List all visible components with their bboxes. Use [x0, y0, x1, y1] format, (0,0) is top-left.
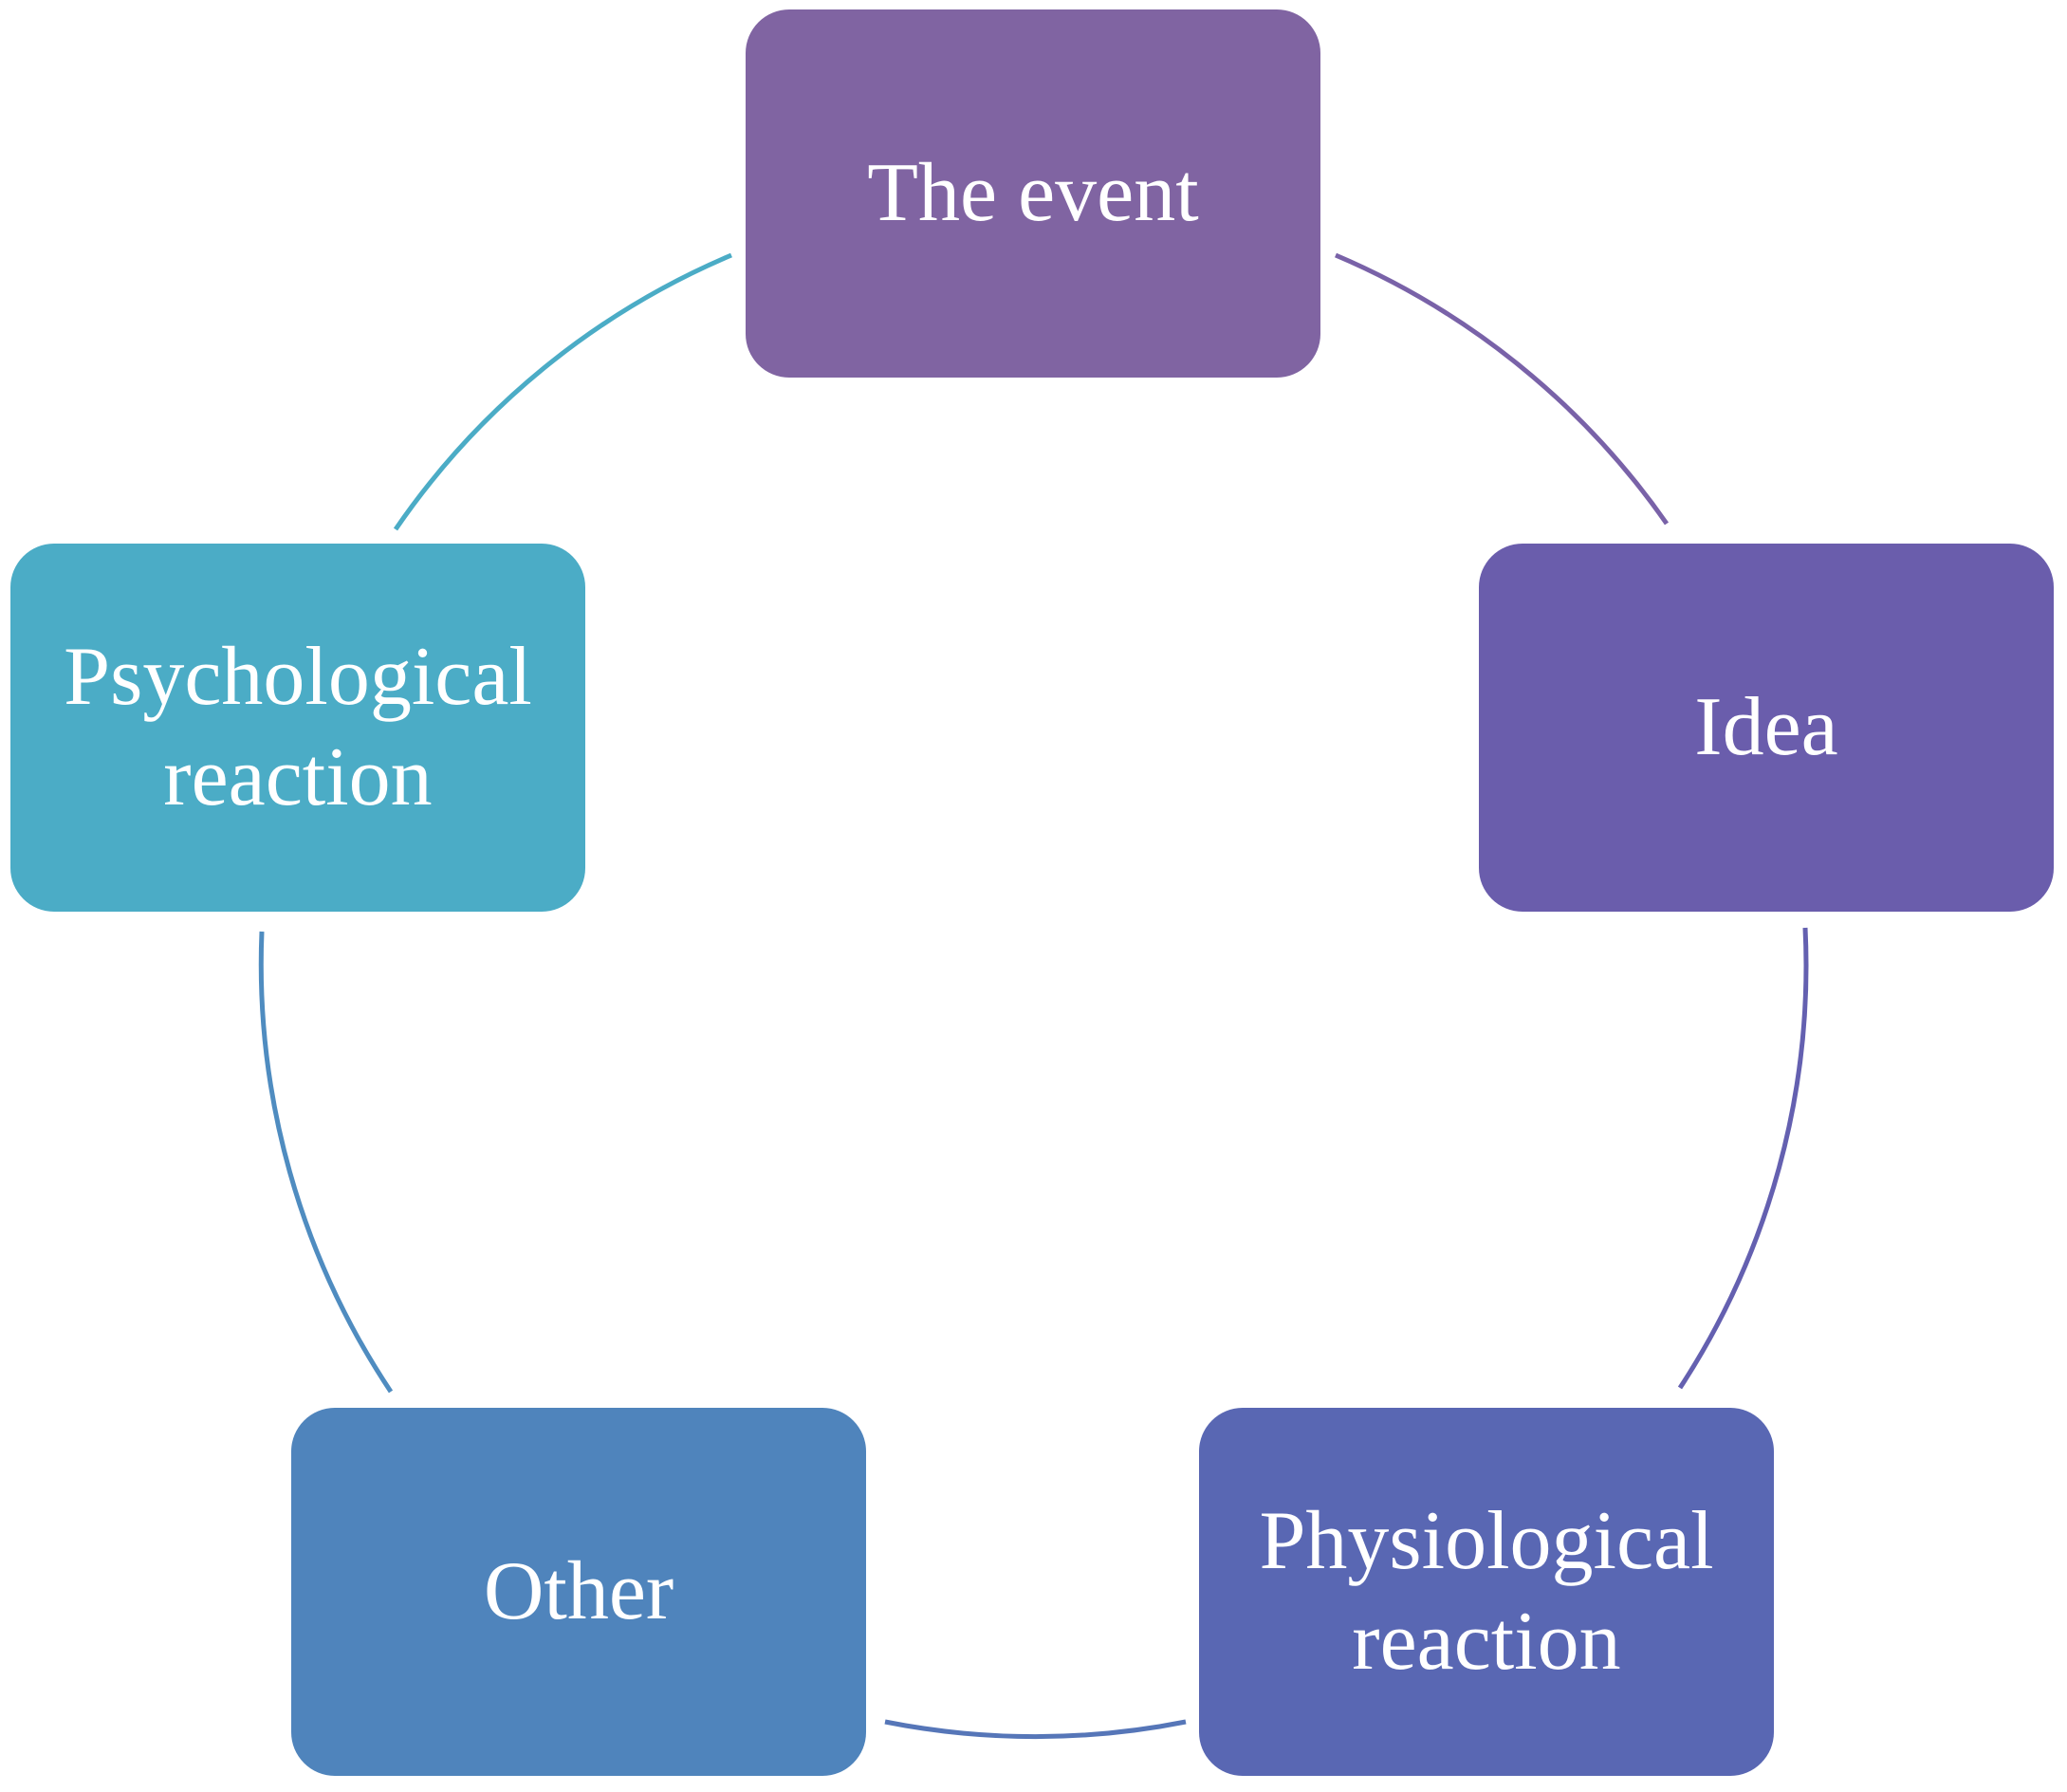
node-label-physiological-reaction: Physiological reaction [1259, 1495, 1714, 1688]
node-label-idea: Idea [1694, 681, 1838, 773]
node-label-the-event: The event [867, 147, 1199, 239]
node-physiological-reaction: Physiological reaction [1199, 1408, 1774, 1776]
node-the-event: The event [746, 9, 1320, 378]
node-psychological-reaction: Psychological reaction [10, 544, 585, 912]
connector-other-to-psychological [258, 931, 394, 1394]
connector-psychological-to-event [393, 252, 732, 531]
node-idea: Idea [1479, 544, 2054, 912]
node-label-other: Other [483, 1545, 674, 1637]
node-label-psychological-reaction: Psychological reaction [64, 631, 532, 823]
connector-physiological-to-other [884, 1719, 1187, 1740]
node-other: Other [291, 1408, 866, 1776]
connector-idea-to-physiological [1677, 927, 1809, 1390]
connector-event-to-idea [1335, 252, 1670, 526]
